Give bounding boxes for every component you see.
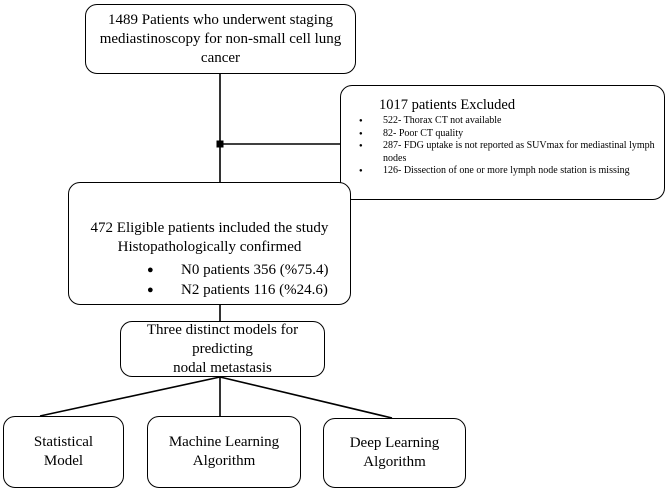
eligible-patients-box: 472 Eligible patients included the study… (68, 182, 351, 305)
junction-marker (216, 140, 224, 148)
excluded-patients-box: 1017 patients Excluded 522- Thorax CT no… (340, 85, 665, 200)
excluded-reason-item: 522- Thorax CT not available (351, 115, 656, 128)
eligible-group-item: N0 patients 356 (%75.4) (147, 260, 328, 280)
connector-models-to-statistical (39, 376, 221, 417)
eligible-groups-list: N0 patients 356 (%75.4) N2 patients 116 … (147, 260, 328, 300)
eligible-subtitle: Histopathologically confirmed (117, 239, 302, 255)
statistical-line-1: Statistical (33, 434, 94, 450)
excluded-title: 1017 patients Excluded (379, 97, 516, 113)
eligible-title: 472 Eligible patients included the study (90, 220, 329, 236)
patients-screened-line-2: mediastinoscopy for non-small cell lung (99, 30, 342, 47)
deep-line-2: Algorithm (363, 454, 426, 470)
patients-screened-line-1: 1489 Patients who underwent staging (108, 11, 333, 28)
excluded-reason-item: 287- FDG uptake is not reported as SUVma… (351, 140, 656, 165)
deep-line-1: Deep Learning (349, 435, 440, 451)
models-line-1: Three distinct models for predicting (146, 321, 299, 357)
patients-screened-box: 1489 Patients who underwent staging medi… (85, 4, 356, 74)
excluded-reason-item: 126- Dissection of one or more lymph nod… (351, 165, 656, 178)
eligible-group-item: N2 patients 116 (%24.6) (147, 280, 328, 300)
connector-models-to-deep (219, 376, 393, 419)
machine-learning-box: Machine Learning Algorithm (147, 416, 301, 488)
deep-learning-box: Deep Learning Algorithm (323, 418, 466, 488)
models-box: Three distinct models for predicting nod… (120, 321, 325, 377)
patients-screened-line-3: cancer (200, 49, 241, 66)
models-line-2: nodal metastasis (173, 359, 272, 376)
statistical-model-box: Statistical Model (3, 416, 124, 488)
statistical-line-2: Model (43, 453, 84, 469)
machine-line-2: Algorithm (192, 453, 256, 469)
machine-line-1: Machine Learning (168, 434, 280, 450)
excluded-reason-item: 82- Poor CT quality (351, 128, 656, 141)
excluded-reasons-list: 522- Thorax CT not available 82- Poor CT… (351, 115, 656, 178)
